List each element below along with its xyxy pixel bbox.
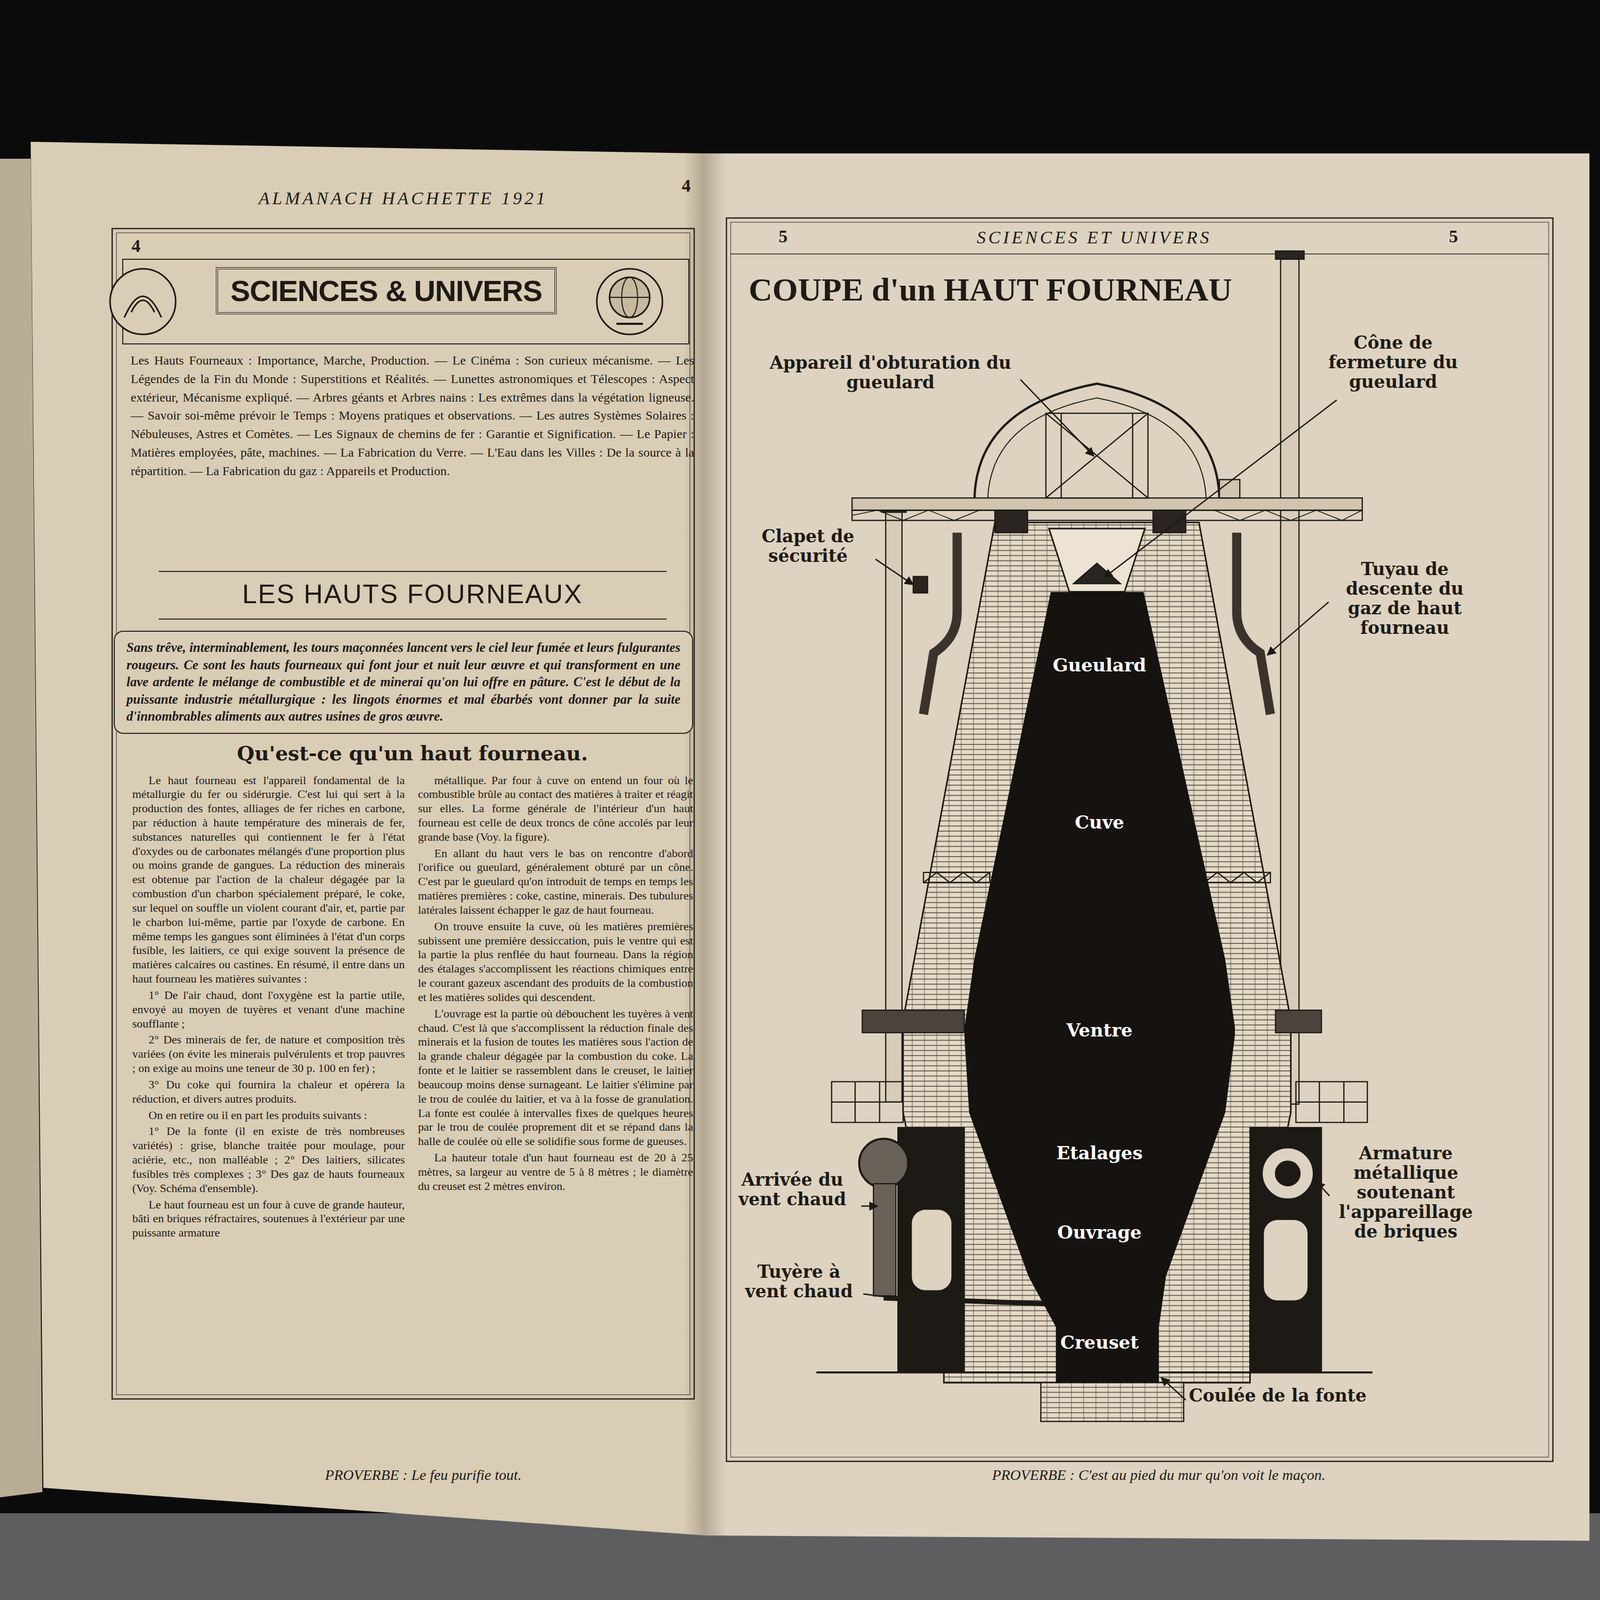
part-label: Coulée de la fonte	[1188, 1386, 1417, 1406]
page-number: 4	[122, 235, 150, 257]
page-frame	[726, 217, 1553, 1462]
body-paragraph: 1° De la fonte (il en existe de très nom…	[132, 1124, 405, 1196]
leader-line	[1161, 1377, 1186, 1400]
node-text: Sans trêve, interminablement, les tours …	[126, 639, 681, 726]
leader-line	[863, 1293, 924, 1302]
proverb: PROVERBE : C'est au pied du mur qu'on vo…	[793, 1466, 1524, 1484]
blast-furnace-illustration	[816, 250, 1373, 1422]
zone-label: Etalages	[964, 1142, 1235, 1164]
body-paragraph: métallique. Par four à cuve on entend un…	[417, 773, 694, 845]
intro-box: Sans trêve, interminablement, les tours …	[113, 630, 694, 734]
left-page	[30, 141, 705, 1536]
part-label: Cône de fermeture du gueulard	[1324, 333, 1462, 393]
leader-line	[1104, 400, 1338, 578]
part-label: Tuyau de descente du gaz de haut fournea…	[1338, 559, 1471, 639]
leader-line	[875, 559, 914, 585]
leader-line	[1020, 379, 1095, 457]
furnace-section: GueulardCuveVentreEtalagesOuvrageCreuset	[964, 592, 1235, 1384]
body-paragraph: 3° Du coke qui fournira la chaleur et op…	[132, 1077, 405, 1107]
contents-list: Les Hauts Fourneaux : Importance, Marche…	[130, 351, 695, 481]
banner-box: SCIENCES & UNIVERS	[215, 267, 558, 315]
section-heading: LES HAUTS FOURNEAUX	[130, 578, 695, 610]
zone-label: Ventre	[964, 1020, 1235, 1041]
furnace-interior-shape	[964, 592, 1235, 1384]
furnace-interior-shape	[964, 592, 1235, 1384]
subheading: Qu'est-ce qu'un haut fourneau.	[130, 741, 695, 766]
right-page	[704, 153, 1590, 1541]
part-label: Clapet de sécurité	[747, 526, 869, 567]
body-paragraph: Le haut fourneau est l'appareil fondamen…	[132, 773, 405, 987]
diagram-title: COUPE d'un HAUT FOURNEAU	[748, 270, 1233, 309]
body-paragraph: 1° De l'air chaud, dont l'oxygène est la…	[132, 988, 405, 1031]
node-text: SCIENCES & UNIVERS	[230, 273, 543, 308]
part-label: Tuyère à vent chaud	[738, 1262, 860, 1302]
banner-ornament	[110, 268, 663, 335]
running-header: ALMANACH HACHETTE 1921	[157, 188, 650, 209]
zone-label: Gueulard	[964, 655, 1235, 676]
body-paragraph: Le haut fourneau est un four à cuve de g…	[132, 1197, 405, 1241]
leader-line	[861, 1205, 878, 1207]
body-paragraph: 2° Des minerais de fer, de nature et com…	[132, 1032, 405, 1076]
body-paragraph: On en retire ou il en part les produits …	[132, 1108, 405, 1123]
text-column: métallique. Par four à cuve on entend un…	[417, 773, 694, 1196]
zone-label: Creuset	[964, 1332, 1235, 1353]
proverb: PROVERBE : Le feu purifie tout.	[158, 1466, 688, 1484]
leader-line	[1267, 602, 1329, 656]
page-number: 4	[673, 175, 700, 196]
part-label: Arrivée du vent chaud	[730, 1170, 855, 1210]
leader-line	[1316, 1181, 1330, 1196]
part-label: Appareil d'obturation du gueulard	[752, 353, 1029, 393]
running-header: SCIENCES ET UNIVERS	[829, 227, 1359, 248]
body-paragraph: L'ouvrage est la partie où débouchent le…	[417, 1006, 694, 1149]
body-paragraph: La hauteur totale d'un haut fourneau est…	[417, 1150, 694, 1194]
body-paragraph: On trouve ensuite la cuve, où les matièr…	[417, 919, 694, 1005]
page-number: 5	[1440, 226, 1467, 247]
text-column: Le haut fourneau est l'appareil fondamen…	[132, 773, 405, 1243]
zone-label: Ouvrage	[964, 1222, 1235, 1243]
body-paragraph: En allant du haut vers le bas on rencont…	[417, 846, 694, 918]
page-number: 5	[769, 226, 797, 247]
zone-label: Cuve	[964, 812, 1235, 833]
part-label: Armature métallique soutenant l'appareil…	[1331, 1143, 1480, 1242]
page-frame	[112, 228, 695, 1399]
